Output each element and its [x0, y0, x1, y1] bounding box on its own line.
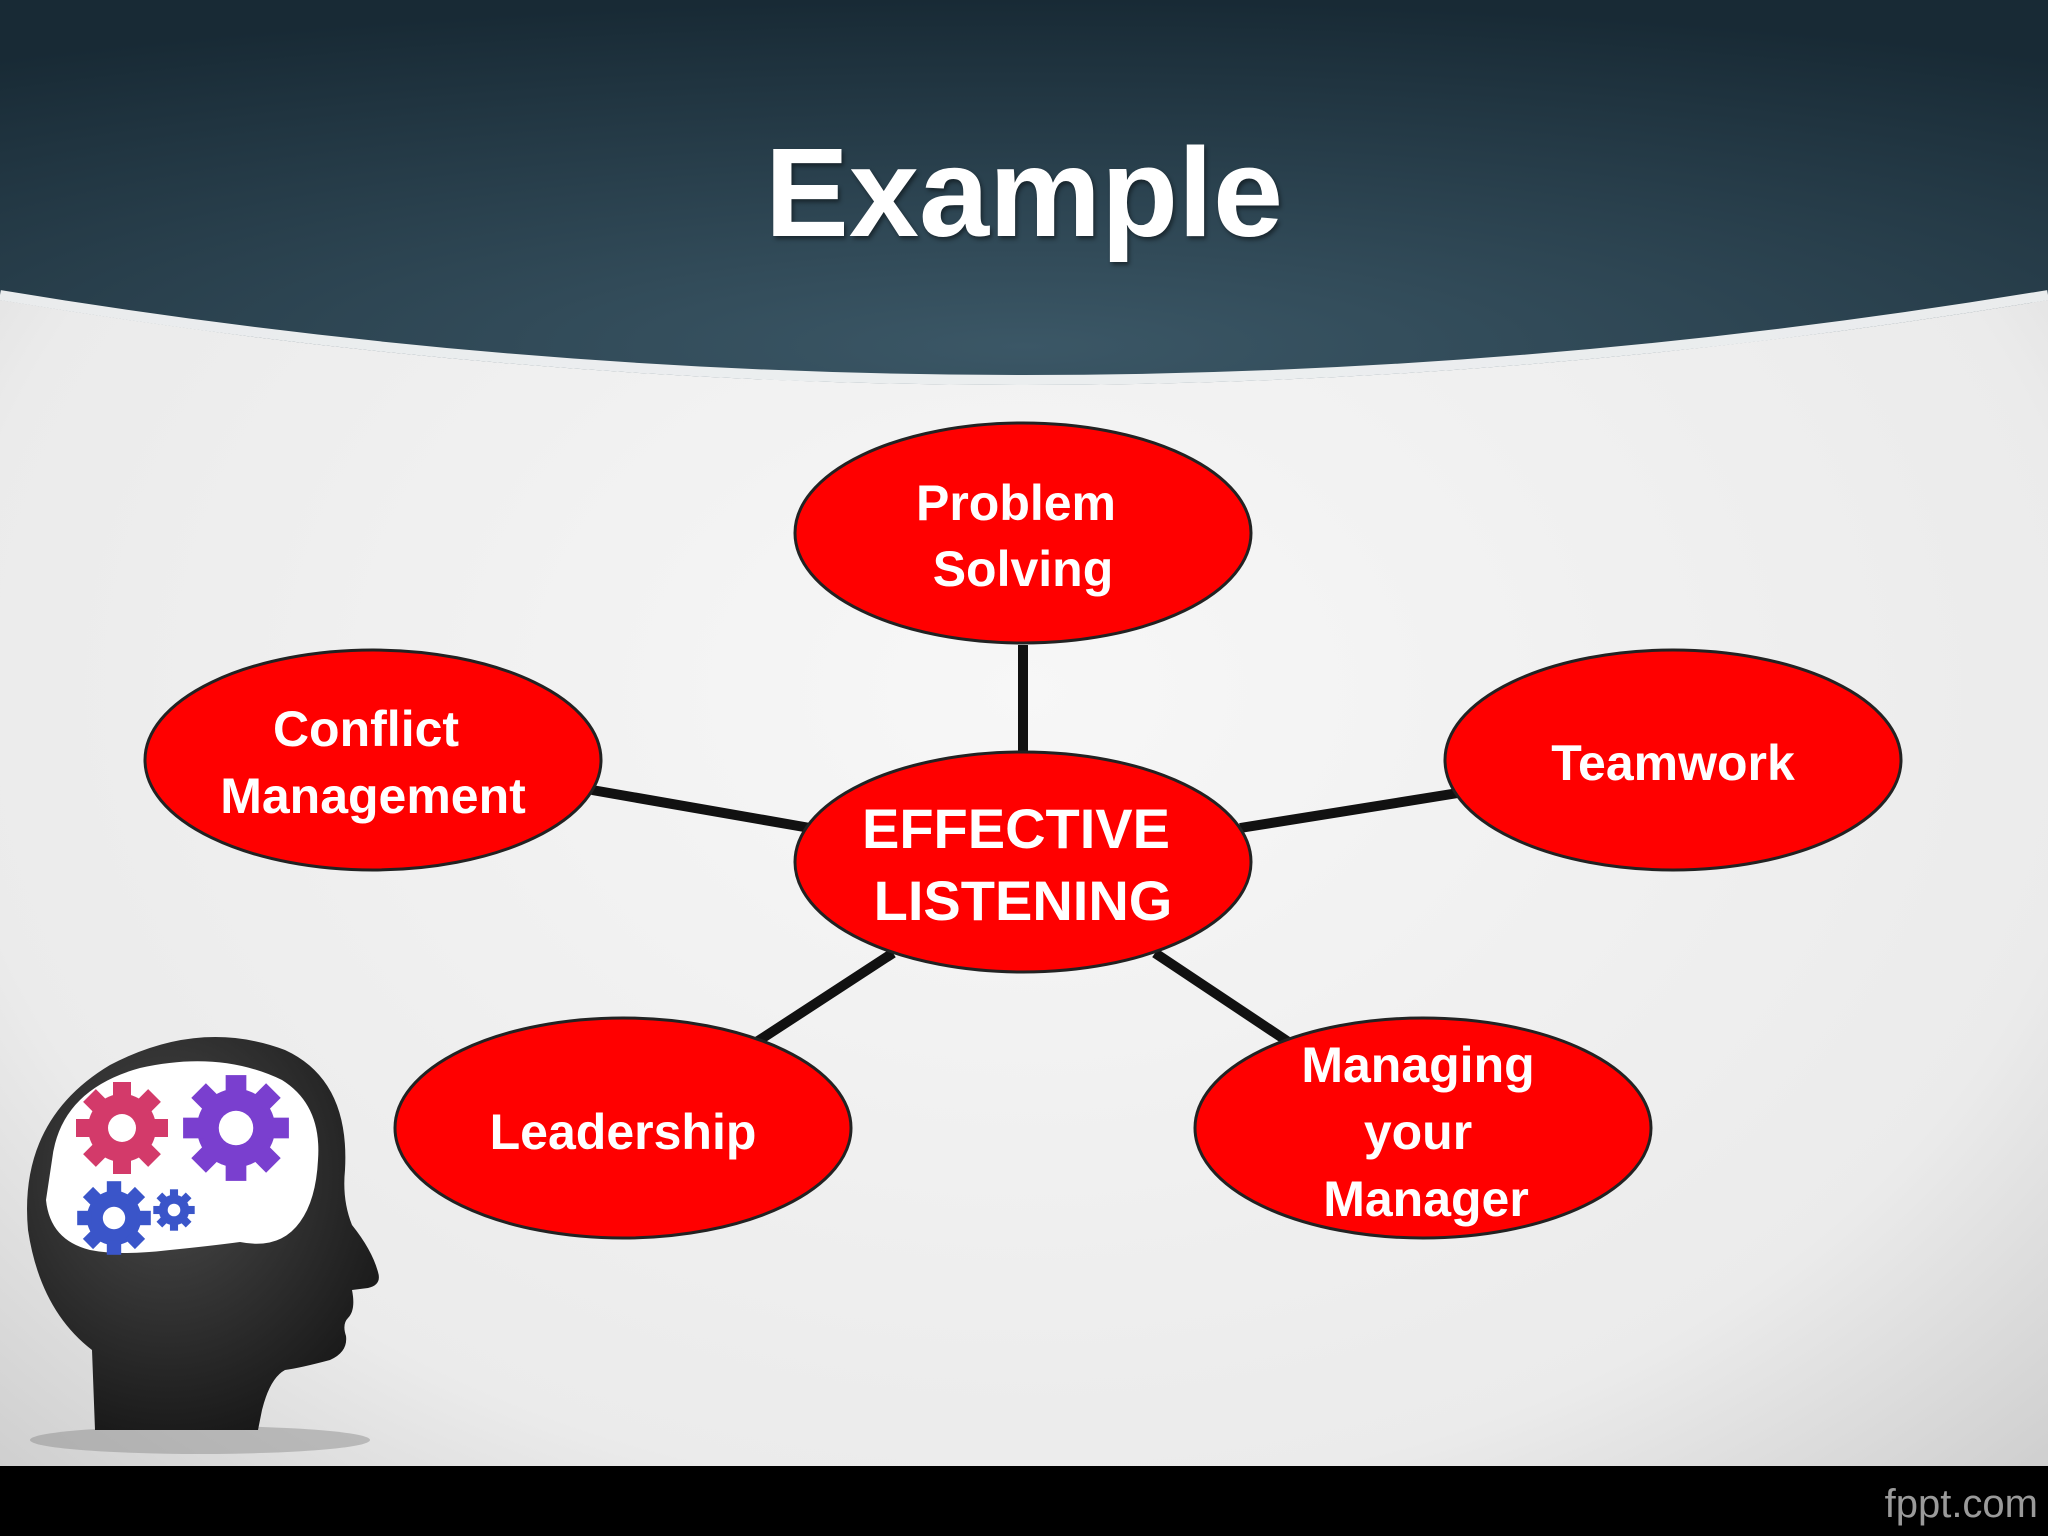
connector-managing-manager	[1152, 948, 1296, 1050]
node-leadership-line-1: Leadership	[490, 1104, 757, 1160]
watermark-text: fppt.com	[1884, 1482, 2038, 1526]
connector-teamwork	[1239, 788, 1459, 833]
node-center: EFFECTIVE LISTENING	[793, 750, 1253, 974]
node-teamwork-line-1: Teamwork	[1551, 735, 1795, 791]
node-managing-line-2: your	[1364, 1104, 1472, 1160]
node-leadership: Leadership	[393, 1016, 853, 1240]
connector-leadership	[752, 948, 896, 1048]
node-teamwork: Teamwork	[1443, 648, 1903, 872]
node-managing-your-manager: Managing your Manager	[1193, 1016, 1653, 1240]
node-problem-solving-line-2: Solving	[933, 541, 1114, 597]
node-problem-solving-line-1: Problem	[916, 475, 1116, 531]
slide-title: Example	[764, 122, 1284, 263]
head-with-gears-icon	[27, 1037, 379, 1454]
node-managing-line-3: Manager	[1323, 1171, 1529, 1227]
node-conflict-line-1: Conflict	[273, 701, 459, 757]
node-center-line-1: EFFECTIVE	[862, 797, 1170, 860]
node-problem-solving: Problem Solving	[793, 421, 1253, 645]
connector-conflict-management	[591, 785, 811, 833]
node-conflict-line-2: Management	[220, 768, 526, 824]
node-conflict-management: Conflict Management	[143, 648, 603, 872]
node-center-line-2: LISTENING	[874, 869, 1173, 932]
node-managing-line-1: Managing	[1301, 1037, 1534, 1093]
